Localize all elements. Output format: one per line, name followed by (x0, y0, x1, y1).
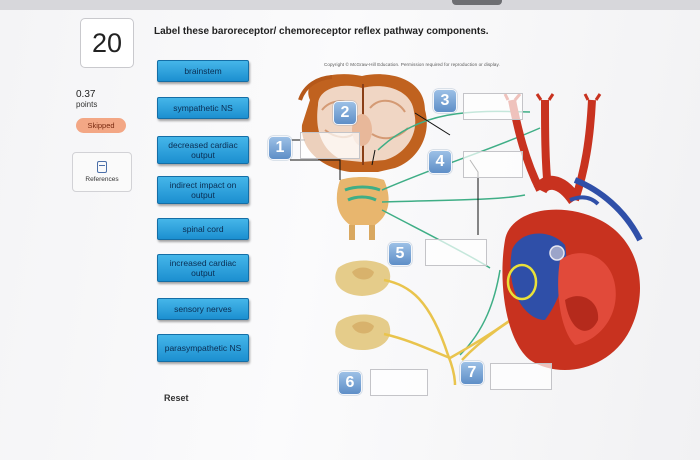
label-increased-cardiac-output[interactable]: increased cardiac output (157, 254, 249, 282)
marker-3: 3 (433, 89, 457, 113)
skipped-badge: Skipped (76, 118, 126, 133)
marker-6: 6 (338, 371, 362, 395)
drop-target-3[interactable] (463, 93, 523, 120)
marker-5: 5 (388, 242, 412, 266)
references-label: References (85, 176, 119, 183)
drop-target-1[interactable] (300, 132, 360, 159)
drop-target-7[interactable] (490, 363, 552, 390)
reset-button[interactable]: Reset (164, 393, 189, 403)
label-indirect-impact-on-output[interactable]: indirect impact on output (157, 176, 249, 204)
spinal-cord-section-upper (335, 260, 391, 296)
label-parasympathetic-ns[interactable]: parasympathetic NS (157, 334, 249, 362)
marker-4: 4 (428, 150, 452, 174)
top-button[interactable] (452, 0, 502, 5)
marker-2: 2 (333, 101, 357, 125)
label-brainstem[interactable]: brainstem (157, 60, 249, 82)
drop-target-5[interactable] (425, 239, 487, 266)
brainstem-section (336, 177, 389, 240)
references-button[interactable]: References (72, 152, 132, 192)
marker-7: 7 (460, 361, 484, 385)
label-decreased-cardiac-output[interactable]: decreased cardiac output (157, 136, 249, 164)
marker-1: 1 (268, 136, 292, 160)
top-bar (0, 0, 700, 10)
question-number: 20 (80, 18, 134, 68)
drop-target-4[interactable] (463, 151, 523, 178)
heart (502, 177, 643, 370)
label-sympathetic-ns[interactable]: sympathetic NS (157, 97, 249, 119)
question-prompt: Label these baroreceptor/ chemoreceptor … (154, 26, 489, 37)
label-spinal-cord[interactable]: spinal cord (157, 218, 249, 240)
book-icon (97, 161, 107, 173)
points-value: 0.37 (76, 89, 96, 100)
copyright-text: Copyright © McGraw-Hill Education. Permi… (324, 62, 500, 67)
drop-target-6[interactable] (370, 369, 428, 396)
label-sensory-nerves[interactable]: sensory nerves (157, 298, 249, 320)
points-label: points (76, 100, 98, 109)
spinal-cord-section-lower (335, 314, 391, 350)
